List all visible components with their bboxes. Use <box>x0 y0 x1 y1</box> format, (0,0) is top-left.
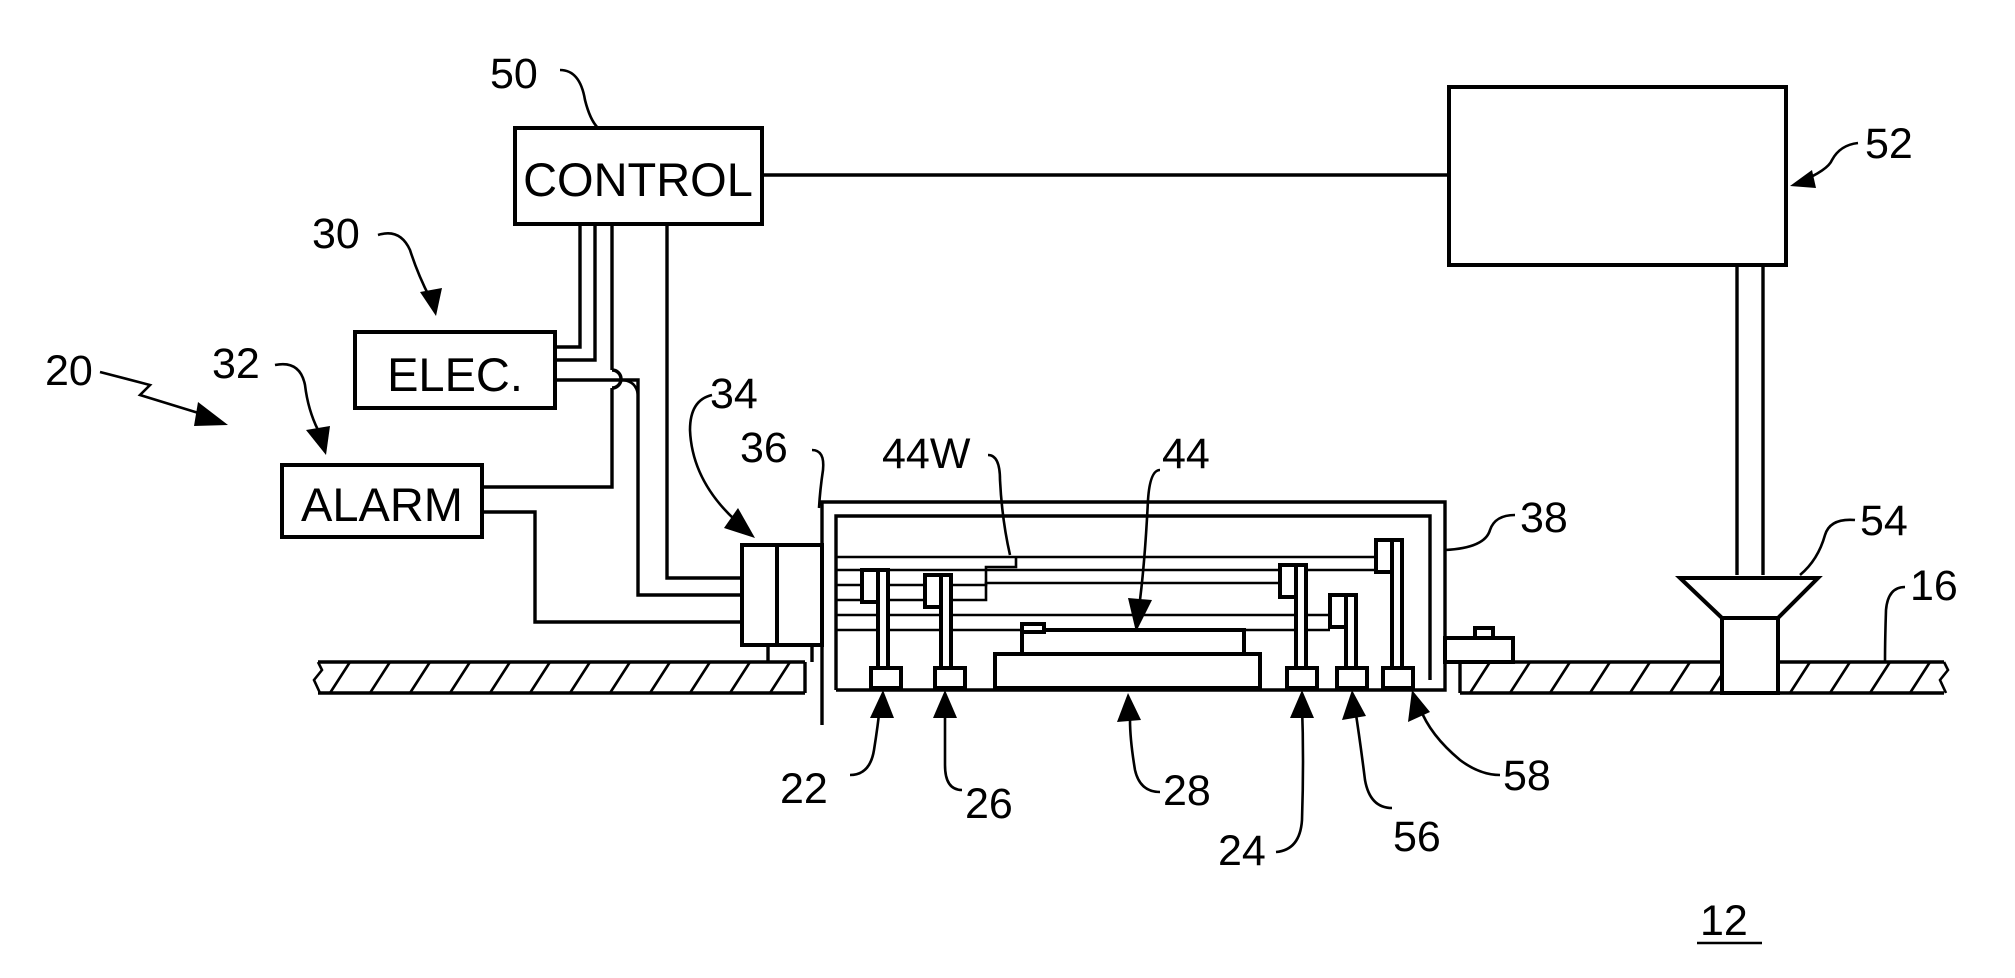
elec-box-label: ELEC. <box>387 348 523 401</box>
elec-box: ELEC. <box>355 332 555 408</box>
label-32: 32 <box>212 340 260 388</box>
alarm-box-label: ALARM <box>301 478 463 531</box>
sensor-26 <box>925 575 965 688</box>
label-50: 50 <box>490 50 538 98</box>
sensor-58 <box>1376 540 1413 688</box>
label-58: 58 <box>1503 752 1551 800</box>
component-44 <box>995 624 1260 688</box>
label-44: 44 <box>1162 430 1210 478</box>
connector-34 <box>742 545 822 662</box>
control-box-label: CONTROL <box>523 153 753 206</box>
alarm-box: ALARM <box>282 465 482 537</box>
label-44w: 44W <box>882 430 971 478</box>
machine-box <box>1449 87 1786 265</box>
label-22: 22 <box>780 765 828 813</box>
label-52: 52 <box>1865 120 1913 168</box>
label-38: 38 <box>1520 494 1568 542</box>
hatching-right <box>1470 662 1930 693</box>
label-20: 20 <box>45 347 93 395</box>
label-16: 16 <box>1910 562 1958 610</box>
label-54: 54 <box>1860 497 1908 545</box>
label-24: 24 <box>1218 827 1266 875</box>
control-box: CONTROL <box>515 128 762 224</box>
label-12: 12 <box>1700 897 1748 945</box>
label-30: 30 <box>312 210 360 258</box>
label-26: 26 <box>965 780 1013 828</box>
suction-arm-54 <box>1680 265 1818 693</box>
sensor-56 <box>1330 595 1367 688</box>
label-34: 34 <box>710 370 758 418</box>
label-28: 28 <box>1163 767 1211 815</box>
sensor-24 <box>1280 565 1317 688</box>
hatching-left <box>330 662 790 693</box>
label-56: 56 <box>1393 813 1441 861</box>
label-36: 36 <box>740 424 788 472</box>
wiring <box>482 175 1449 622</box>
